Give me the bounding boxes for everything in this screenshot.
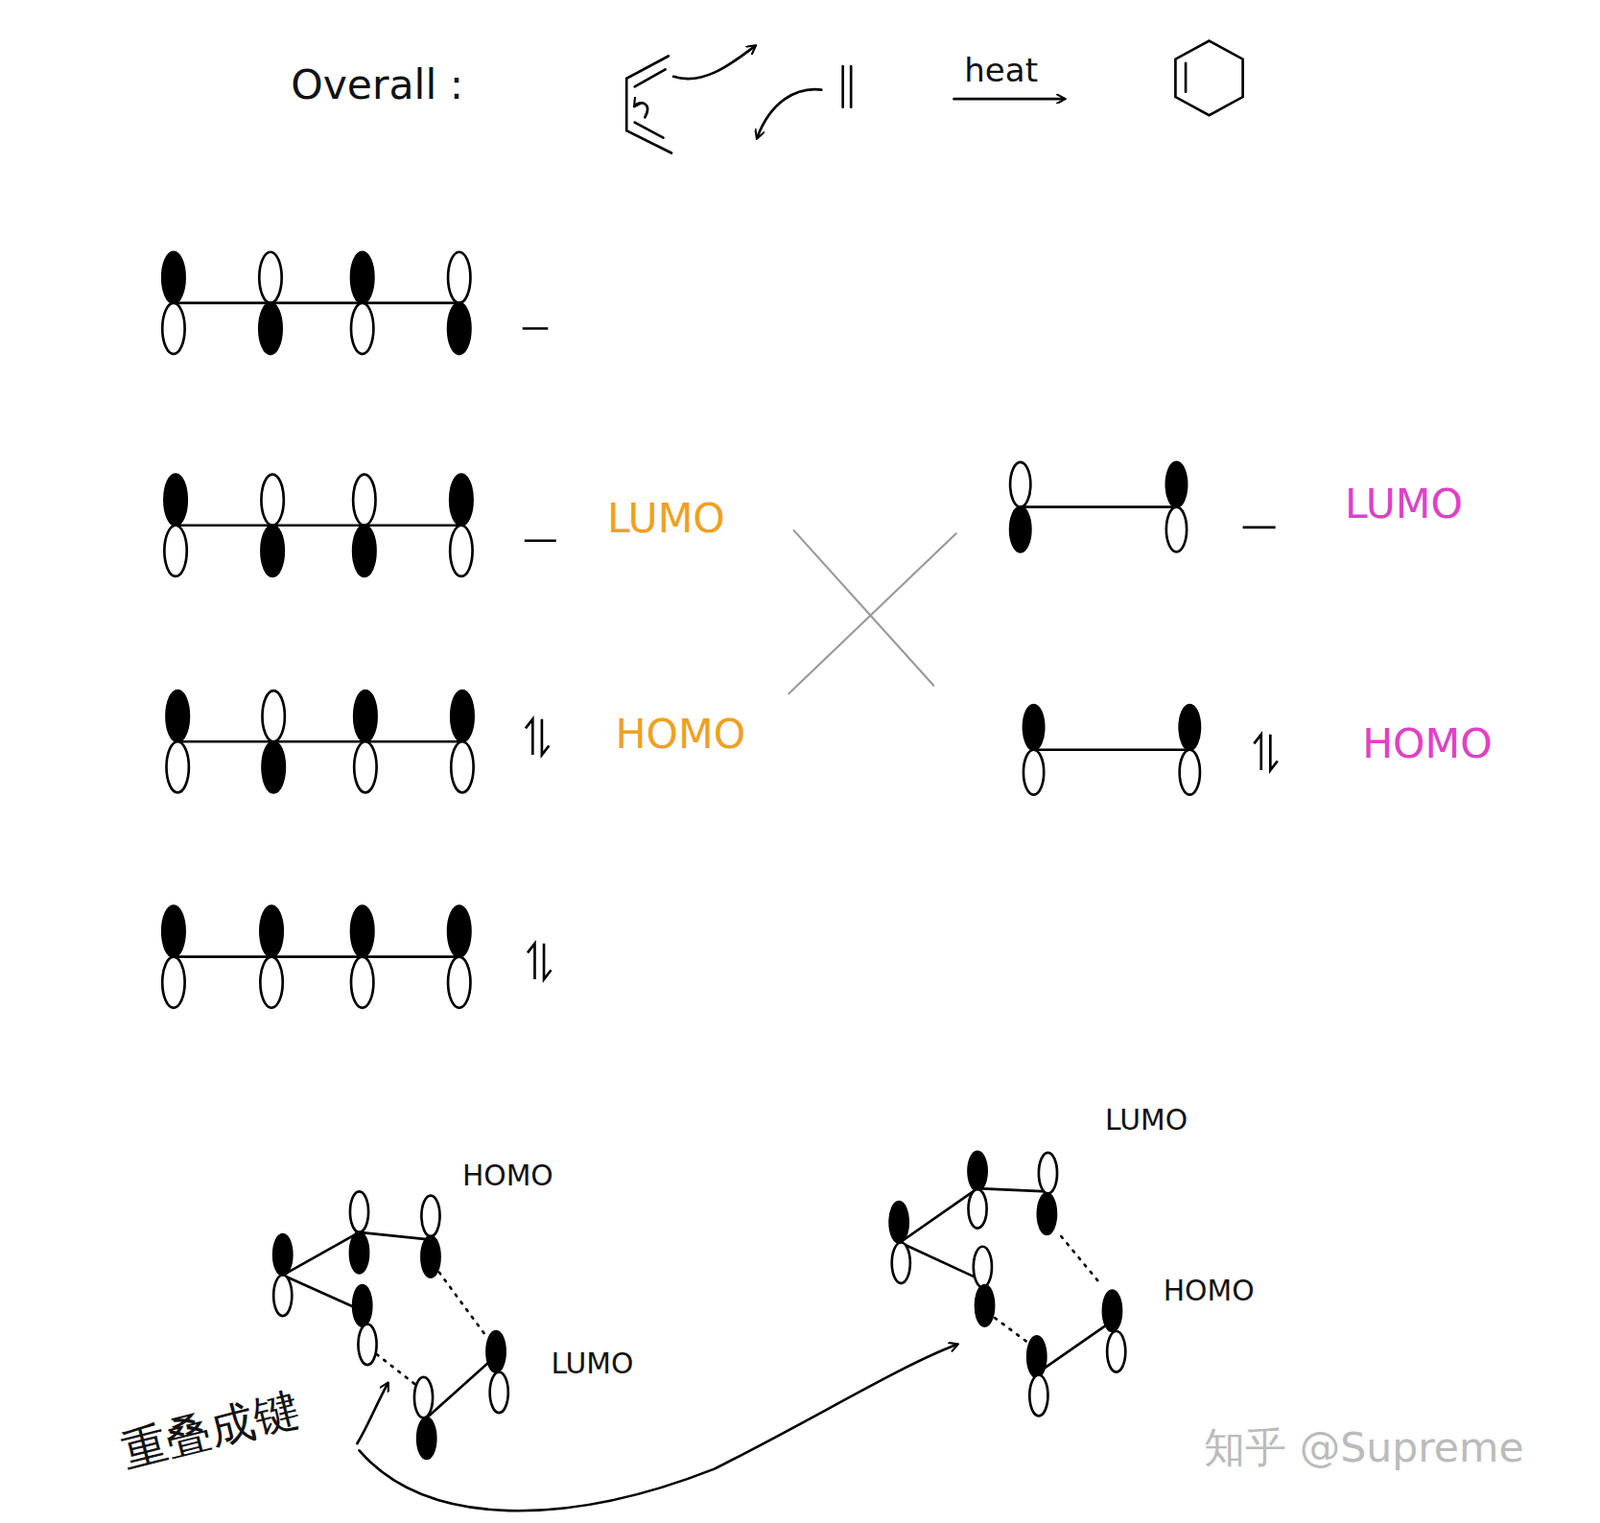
annotation-note: 重叠成键 [116, 1386, 304, 1478]
orbital-label: LUMO [1344, 482, 1463, 528]
watermark: 知乎 @Supreme [1203, 1426, 1524, 1472]
orbital-label: HOMO [614, 712, 746, 758]
orbital-label: LUMO [550, 1348, 634, 1381]
orbital-label: HOMO [1362, 722, 1493, 768]
orbital-label: LUMO [1105, 1105, 1188, 1137]
overall-heading: Overall : [290, 63, 464, 109]
orbital-label: HOMO [462, 1160, 554, 1193]
orbital-label: LUMO [607, 496, 726, 542]
orbital-label: HOMO [1163, 1275, 1255, 1308]
condition-label: heat [964, 52, 1038, 89]
